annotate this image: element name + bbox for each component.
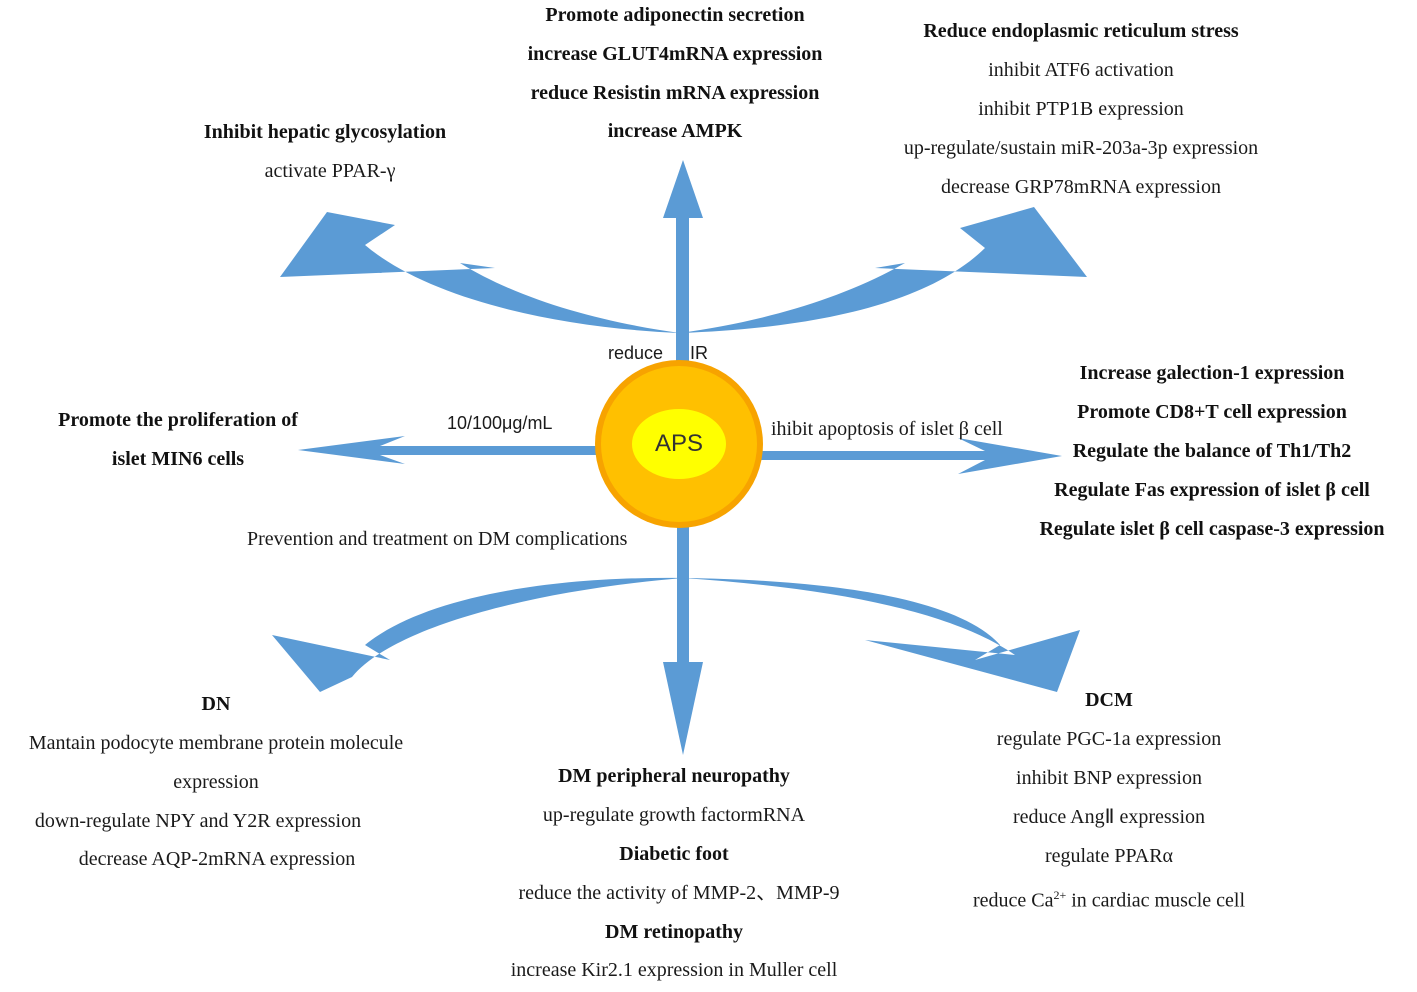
arrow-left (298, 436, 600, 464)
ir-label: IR (690, 343, 708, 363)
adiponectin-line: increase AMPK (607, 120, 743, 142)
retinopathy-item: increase Kir2.1 expression in Muller cel… (510, 959, 838, 981)
dcm-item: inhibit BNP expression (1016, 767, 1202, 789)
er-stress-title: Reduce endoplasmic reticulum stress (923, 20, 1239, 42)
aps-center-label: APS (654, 430, 704, 457)
dcm-title: DCM (1085, 689, 1133, 711)
adiponectin-line: reduce Resistin mRNA expression (530, 82, 820, 104)
dn-item: decrease AQP-2mRNA expression (78, 848, 356, 870)
proliferation-line: islet MIN6 cells (111, 448, 245, 470)
neuropathy-item: up-regulate growth factormRNA (542, 804, 806, 826)
arrow-lower-right (683, 578, 1080, 692)
dn-item: expression (173, 771, 259, 793)
dn-item: Mantain podocyte membrane protein molecu… (28, 732, 404, 754)
dcm-item: reduce AngⅡ expression (1012, 806, 1206, 828)
er-stress-item: inhibit PTP1B expression (978, 98, 1184, 120)
neuropathy-title: DM peripheral neuropathy (558, 765, 790, 787)
proliferation-line: Promote the proliferation of (58, 409, 298, 431)
hepatic-item: activate PPAR-γ (264, 160, 396, 182)
galection-line: Regulate the balance of Th1/Th2 (1072, 440, 1352, 462)
galection-line: Promote CD8+T cell expression (1077, 401, 1347, 423)
dcm-item-calcium: reduce Ca2+ in cardiac muscle cell (973, 882, 1245, 914)
arrow-right (755, 438, 1062, 474)
adiponectin-line: Promote adiponectin secretion (545, 4, 805, 26)
arrow-upper-right (680, 207, 1087, 333)
arrow-upper-left (280, 212, 680, 333)
dcm-calcium-post: in cardiac muscle cell (1066, 889, 1246, 912)
galection-line: Regulate Fas expression of islet β cell (1054, 479, 1370, 501)
dcm-item: regulate PPARα (1044, 845, 1174, 867)
galection-line: Increase galection-1 expression (1079, 362, 1345, 384)
arrow-lower-left (272, 577, 683, 692)
arrow-up (663, 160, 703, 380)
diabetic-foot-title: Diabetic foot (619, 843, 729, 865)
arrow-down (663, 500, 703, 755)
apoptosis-branch-label: ihibit apoptosis of islet β cell (771, 418, 1003, 440)
adiponectin-line: increase GLUT4mRNA expression (527, 43, 823, 65)
dcm-item: regulate PGC-1a expression (996, 728, 1222, 750)
aps-inner-circle (632, 409, 726, 479)
er-stress-item: inhibit ATF6 activation (988, 59, 1174, 81)
dn-title: DN (201, 693, 231, 715)
dcm-calcium-sup: 2+ (1053, 888, 1067, 902)
er-stress-item: up-regulate/sustain miR-203a-3p expressi… (903, 137, 1259, 159)
er-stress-item: decrease GRP78mRNA expression (941, 176, 1221, 198)
dcm-calcium-pre: reduce Ca (972, 889, 1054, 912)
diabetic-foot-item: reduce the activity of MMP-2、MMP-9 (518, 882, 840, 904)
retinopathy-title: DM retinopathy (605, 921, 743, 943)
dose-label: 10/100μg/mL (447, 413, 553, 433)
dn-item: down-regulate NPY and Y2R expression (34, 810, 362, 832)
reduce-label: reduce (608, 343, 664, 363)
complications-branch-label: Prevention and treatment on DM complicat… (247, 528, 628, 550)
galection-line: Regulate islet β cell caspase-3 expressi… (1039, 518, 1385, 540)
hepatic-title: Inhibit hepatic glycosylation (203, 121, 447, 143)
